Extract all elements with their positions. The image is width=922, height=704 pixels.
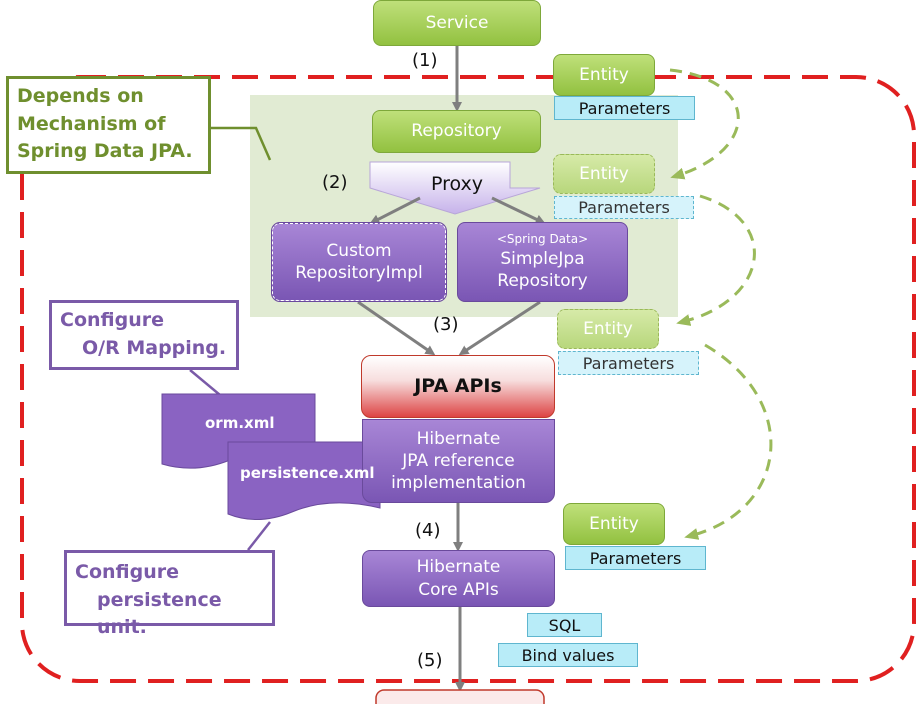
parameters-label-4: Parameters — [589, 548, 682, 568]
parameters-box-1: Parameters — [554, 96, 695, 120]
step-3-label: (3) — [433, 314, 459, 335]
proxy-label: Proxy — [431, 173, 484, 195]
entity-label-1: Entity — [579, 64, 629, 85]
entity-box-1: Entity — [553, 54, 655, 96]
repository-box: Repository — [372, 110, 541, 153]
simple-jpa-repository-box: <Spring Data> SimpleJpa Repository — [457, 222, 628, 302]
custom-line-2: RepositoryImpl — [295, 263, 423, 283]
parameters-label-1: Parameters — [578, 98, 671, 118]
spring-data-jpa-boundary — [20, 75, 916, 683]
persistence-xml-label: persistence.xml — [240, 464, 375, 482]
flow-arc-2 — [676, 194, 756, 326]
entity-box-2: Entity — [553, 154, 655, 194]
orm-mapping-note: Configure O/R Mapping. — [49, 300, 239, 370]
persistence-xml-document — [227, 441, 381, 521]
depends-line-1: Depends on — [17, 85, 144, 107]
hibernate-jpa-line-3: implementation — [391, 473, 526, 494]
hibernate-core-line-1: Hibernate — [416, 557, 501, 578]
flow-arc-3 — [684, 343, 773, 540]
bind-values-label: Bind values — [521, 645, 615, 665]
service-box: Service — [373, 0, 541, 46]
hibernate-core-line-2: Core APIs — [418, 579, 499, 600]
bottom-red-box — [375, 689, 545, 704]
persistence-unit-note: Configure persistence unit. — [64, 550, 275, 638]
parameters-label-3: Parameters — [582, 353, 675, 373]
parameters-box-3: Parameters — [558, 351, 699, 375]
parameters-label-2: Parameters — [578, 198, 670, 217]
hibernate-core-box: Hibernate Core APIs — [362, 550, 555, 607]
hibernate-jpa-line-1: Hibernate — [416, 428, 501, 449]
entity-label-2: Entity — [579, 163, 629, 184]
simplejpa-line-2: Repository — [497, 270, 588, 291]
arrow-custom-jpa — [357, 300, 436, 356]
entity-label-3: Entity — [583, 318, 633, 339]
jpa-apis-box: JPA APIs — [361, 355, 555, 418]
hibernate-jpa-box: Hibernate JPA reference implementation — [362, 419, 555, 503]
persistence-note-line-2: persistence unit. — [97, 588, 222, 639]
arrow-proxy-simplejpa — [491, 196, 546, 224]
depends-line-3: Spring Data JPA. — [17, 140, 193, 163]
custom-repository-impl-box: Custom RepositoryImpl — [271, 222, 447, 302]
callout-orm — [189, 369, 221, 396]
entity-box-4: Entity — [563, 503, 665, 545]
step-1-label: (1) — [412, 50, 438, 71]
callout-persistence — [247, 521, 271, 551]
repository-label: Repository — [411, 121, 502, 142]
service-label: Service — [425, 12, 489, 33]
orm-note-line-2: O/R Mapping. — [82, 336, 227, 359]
custom-line-1: Custom — [326, 240, 392, 261]
bind-values-box: Bind values — [498, 643, 638, 667]
orm-xml-label: orm.xml — [205, 414, 275, 432]
parameters-box-2: Parameters — [554, 196, 694, 219]
depends-line-2: Mechanism of — [17, 112, 166, 135]
orm-note-line-1: Configure — [60, 309, 164, 331]
arrow-simplejpa-jpa — [458, 300, 541, 356]
depends-note: Depends on Mechanism of Spring Data JPA. — [6, 76, 211, 174]
callout-depends — [210, 126, 272, 161]
flow-arc-1 — [669, 68, 740, 180]
arrow-proxy-custom — [369, 196, 421, 224]
entity-box-3: Entity — [557, 309, 659, 349]
sql-box: SQL — [527, 613, 602, 637]
spring-data-tag: <Spring Data> — [496, 232, 589, 247]
jpa-apis-label: JPA APIs — [414, 375, 502, 398]
step-5-label: (5) — [417, 650, 443, 671]
parameters-box-4: Parameters — [565, 546, 706, 570]
simplejpa-line-1: SimpleJpa — [500, 248, 585, 269]
sql-label: SQL — [548, 615, 581, 635]
persistence-note-line-1: Configure — [75, 561, 179, 583]
hibernate-jpa-line-2: JPA reference — [402, 450, 515, 471]
step-4-label: (4) — [415, 520, 441, 541]
step-2-label: (2) — [322, 172, 348, 193]
entity-label-4: Entity — [589, 513, 639, 534]
